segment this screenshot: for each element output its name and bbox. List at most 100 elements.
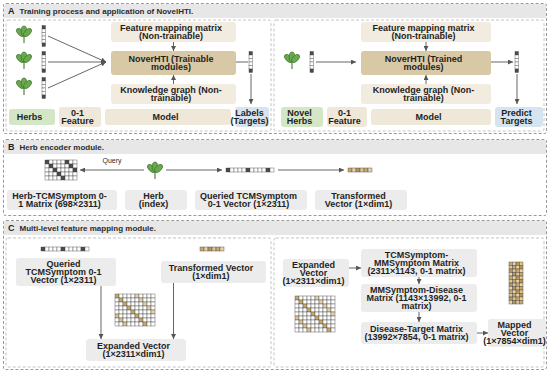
herb-leaf — [22, 27, 33, 38]
flow-arrow — [490, 62, 513, 63]
grid-cell — [331, 320, 335, 324]
grid-cell — [73, 168, 77, 172]
grid-cell — [131, 314, 135, 318]
grid-cell — [42, 59, 46, 63]
grid-cell — [123, 302, 127, 306]
grid-cell — [520, 280, 524, 284]
grid-cell — [299, 304, 303, 308]
box-text: Model — [153, 113, 179, 121]
input-label-box: Novel Herbs — [281, 107, 323, 127]
grid-cell — [315, 300, 319, 304]
model-box: NoverHTI (Trainable modules) — [111, 51, 236, 75]
grid-cell — [513, 266, 517, 270]
grid-cell — [69, 168, 73, 172]
grid-cell — [515, 55, 519, 59]
grid-cell — [115, 306, 119, 310]
grid-cell — [139, 306, 143, 310]
grid-cell — [303, 324, 307, 328]
caption-box: Mapped Vector (1×7854×dim1) — [488, 319, 546, 347]
box-text: Model — [416, 113, 442, 121]
grid-cell — [57, 164, 61, 168]
grid-cell — [41, 247, 45, 251]
feature-vector-icon — [42, 26, 46, 47]
grid-cell — [143, 310, 147, 314]
grid-cell — [348, 168, 352, 172]
grid-cell — [69, 160, 73, 164]
grid-cell — [127, 294, 131, 298]
grid-cell — [303, 304, 307, 308]
grid-cell — [356, 168, 360, 172]
grid-cell — [45, 176, 49, 180]
grid-cell — [119, 302, 123, 306]
feature-vector-icon — [42, 78, 46, 99]
grid-cell — [295, 324, 299, 328]
grid-cell — [520, 297, 524, 301]
feature-vector-icon — [42, 52, 46, 73]
grid-cell — [360, 168, 364, 172]
grid-cell — [323, 312, 327, 316]
grid-cell — [238, 168, 242, 172]
grid-cell — [249, 69, 253, 73]
grid-cell — [509, 297, 513, 301]
grid-cell — [327, 296, 331, 300]
grid-cell — [73, 164, 77, 168]
flow-connector — [426, 75, 427, 84]
flow-arrow — [235, 62, 248, 63]
flow-connector — [349, 268, 361, 269]
grid-cell — [57, 176, 61, 180]
grid-cell — [303, 312, 307, 316]
transformed-vector-icon — [348, 168, 372, 172]
grid-cell — [147, 302, 151, 306]
grid-cell — [315, 316, 319, 320]
grid-cell — [516, 266, 520, 270]
matrix-box: Disease-Target Matrix (13992×7854, 0-1 m… — [361, 322, 477, 344]
grid-cell — [516, 297, 520, 301]
dashed-region — [6, 238, 271, 367]
grid-cell — [73, 172, 77, 176]
panel-title: Multi-level feature mapping module. — [20, 224, 156, 233]
expanded-grid-icon — [115, 294, 155, 326]
grid-cell — [249, 55, 253, 59]
grid-cell — [49, 160, 53, 164]
grid-cell — [327, 308, 331, 312]
grid-cell — [299, 312, 303, 316]
feature-label-box: 0-1 Feature — [59, 107, 101, 127]
grid-cell — [42, 43, 46, 47]
grid-cell — [139, 322, 143, 326]
grid-cell — [327, 324, 331, 328]
grid-cell — [123, 318, 127, 322]
grid-cell — [258, 168, 262, 172]
grid-cell — [119, 310, 123, 314]
feature-label-box: 0-1 Feature — [327, 107, 367, 127]
feature-vector-icon — [310, 52, 314, 73]
grid-cell — [42, 33, 46, 37]
grid-cell — [315, 328, 319, 332]
matrix-box: TCMSymptom-MMSymptom Matrix (2311×1143, … — [361, 249, 477, 277]
panel-letter: B — [8, 142, 15, 152]
grid-cell — [262, 168, 266, 172]
grid-cell — [147, 294, 151, 298]
grid-cell — [331, 324, 335, 328]
grid-cell — [331, 308, 335, 312]
grid-cell — [151, 318, 155, 322]
grid-cell — [53, 176, 57, 180]
dashed-region — [6, 20, 271, 131]
dashed-region — [274, 238, 544, 367]
grid-cell — [115, 298, 119, 302]
grid-cell — [319, 304, 323, 308]
grid-cell — [45, 160, 49, 164]
grid-cell — [42, 55, 46, 59]
grid-cell — [123, 298, 127, 302]
grid-cell — [139, 294, 143, 298]
grid-cell — [323, 316, 327, 320]
grid-cell — [516, 283, 520, 287]
grid-cell — [295, 300, 299, 304]
grid-cell — [115, 318, 119, 322]
grid-cell — [311, 308, 315, 312]
grid-cell — [509, 283, 513, 287]
box-text: Transformed Vector (1×dim1) — [318, 192, 399, 208]
grid-cell — [123, 314, 127, 318]
grid-cell — [123, 322, 127, 326]
grid-cell — [295, 308, 299, 312]
grid-cell — [509, 290, 513, 294]
